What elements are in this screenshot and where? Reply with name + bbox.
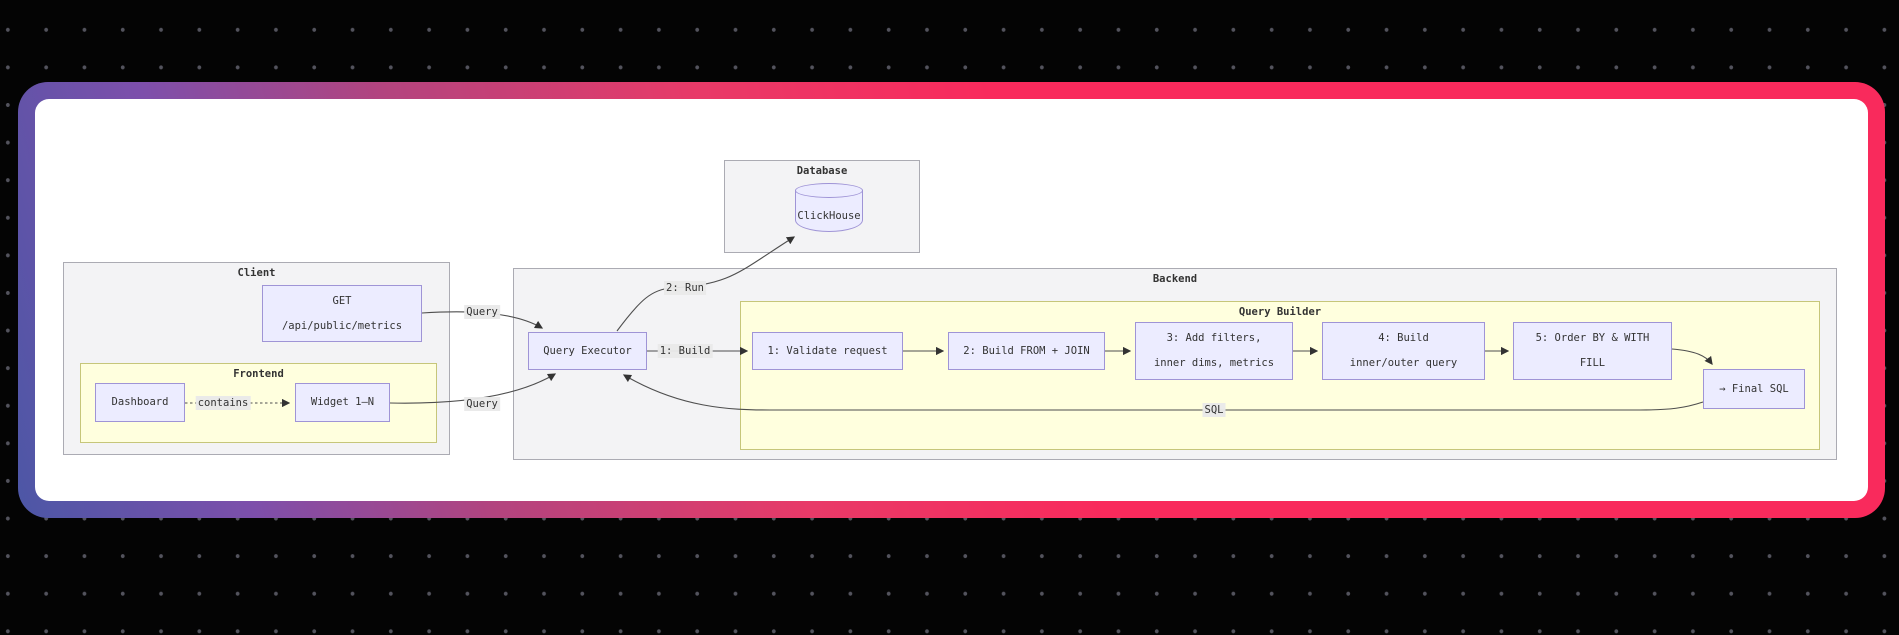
node-step5: 5: Order BY & WITH FILL: [1513, 322, 1672, 380]
node-query-executor-label: Query Executor: [543, 344, 632, 357]
edge-label-run: 2: Run: [664, 281, 706, 295]
node-step4-line2: inner/outer query: [1349, 357, 1458, 369]
edge-label-sql: SQL: [1202, 403, 1226, 417]
edge-label-query-bottom: Query: [464, 397, 500, 411]
cluster-database-label: Database: [796, 165, 848, 177]
edge-label-contains: contains: [195, 396, 251, 410]
node-dashboard-label: Dashboard: [111, 396, 169, 408]
database-cylinder-top: [795, 183, 863, 198]
node-query-executor: Query Executor: [528, 332, 647, 370]
cluster-query-builder-label: Query Builder: [1238, 306, 1322, 318]
node-widget-label: Widget 1–N: [310, 396, 375, 408]
node-step5-line1: 5: Order BY & WITH: [1535, 332, 1650, 344]
node-step3-line1: 3: Add filters,: [1166, 332, 1262, 344]
node-step2: 2: Build FROM + JOIN: [948, 332, 1105, 370]
node-final-sql: → Final SQL: [1703, 369, 1805, 409]
node-get-endpoint-line1: GET: [332, 294, 352, 307]
node-final-sql-label: → Final SQL: [1719, 382, 1789, 395]
cluster-client-label: Client: [237, 267, 276, 279]
node-get-endpoint-line2: /api/public/metrics: [281, 319, 403, 332]
node-widget: Widget 1–N: [295, 383, 390, 422]
node-step2-label: 2: Build FROM + JOIN: [963, 344, 1090, 357]
node-step4-line1: 4: Build: [1378, 332, 1429, 344]
node-step1-label: 1: Validate request: [767, 344, 888, 357]
node-step3: 3: Add filters, inner dims, metrics: [1135, 322, 1293, 380]
node-step5-line2: FILL: [1579, 357, 1606, 369]
node-step1: 1: Validate request: [752, 332, 903, 370]
node-clickhouse-label: ClickHouse: [797, 209, 861, 222]
node-get-endpoint: GET /api/public/metrics: [262, 285, 422, 342]
edge-label-query-top: Query: [464, 305, 500, 319]
edge-label-build: 1: Build: [657, 344, 713, 358]
cluster-frontend-label: Frontend: [233, 368, 284, 380]
node-step4: 4: Build inner/outer query: [1322, 322, 1485, 380]
node-step3-line2: inner dims, metrics: [1153, 357, 1275, 369]
cluster-backend-label: Backend: [1152, 273, 1198, 285]
node-dashboard: Dashboard: [95, 383, 185, 422]
